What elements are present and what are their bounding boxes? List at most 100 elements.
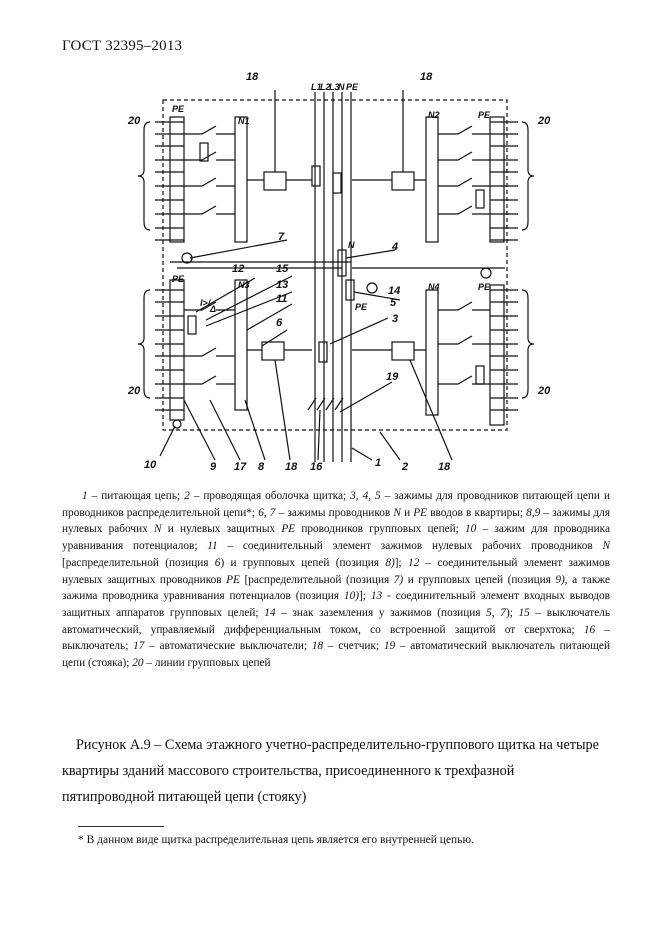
legend-run: 2	[184, 490, 190, 502]
callout-17: 17	[234, 461, 247, 473]
box-label-n_mid: N	[348, 240, 355, 250]
legend-run: 8)	[385, 556, 395, 569]
box-label-n2: N2	[428, 110, 440, 120]
box-label-pe: PE	[172, 274, 185, 284]
caption-text: Рисунок А.9 – Схема этажного учетно-расп…	[62, 737, 599, 805]
legend-run: [распределительной (позиция	[62, 556, 215, 569]
box-label-n4: N4	[428, 282, 440, 292]
callout-6: 6	[276, 317, 283, 329]
callout-18: 18	[285, 461, 298, 473]
legend-run: 6, 7	[258, 506, 276, 519]
legend-run: – питающая цепь;	[87, 490, 185, 502]
box-label-n3: N3	[238, 280, 250, 290]
legend-run: 15	[518, 606, 530, 619]
callout-18: 18	[246, 71, 259, 83]
callout-1: 1	[375, 457, 381, 469]
legend-run: – соединительный элемент зажимов нулевых…	[217, 540, 603, 553]
legend-run: 14	[264, 606, 276, 619]
legend-run: ) и групповых цепей (позиция	[220, 556, 386, 569]
legend-run: а также зажима проводника уравнивания по…	[62, 573, 610, 603]
bus-label: N	[338, 82, 345, 92]
callout-20: 20	[537, 385, 551, 397]
legend-run: 16	[583, 623, 596, 636]
callout-5: 5	[390, 297, 397, 309]
box-label-n1: N1	[238, 116, 250, 126]
legend-run: 8,9	[526, 506, 541, 519]
page-header: ГОСТ 32395–2013	[62, 38, 183, 54]
footnote: * В данном виде щитка распределительная …	[78, 834, 474, 846]
legend-run: 17	[133, 640, 145, 653]
legend-run: 6	[214, 556, 221, 569]
legend-run: – счетчик;	[323, 640, 384, 653]
legend-run: 10	[465, 523, 477, 536]
legend-run: вводов в квартиры;	[427, 506, 527, 519]
legend-run: – зажимы для проводников питающей цепи и…	[62, 490, 610, 519]
legend-run: 1	[82, 490, 88, 502]
callout-3: 3	[392, 313, 398, 325]
legend-run: – выключатель автоматический, управляемы…	[62, 606, 611, 636]
legend-run: ];	[358, 590, 371, 603]
box-label-pe: PE	[478, 110, 491, 120]
legend-run: 13	[370, 590, 383, 603]
legend-run: проводников групповых цепей;	[295, 523, 466, 536]
legend-run: – выключатель;	[62, 623, 610, 653]
box-label-rcd_delta: Δ	[209, 304, 216, 314]
legend-run: 19	[383, 640, 396, 653]
legend-run: PE	[226, 573, 240, 586]
legend-run: 3, 4, 5	[350, 490, 381, 502]
box-label-pe: PE	[478, 282, 491, 292]
legend-run: и групповых цепей (позиция	[403, 573, 556, 586]
legend-run: – зажимы проводников	[275, 506, 394, 519]
legend-run: );	[505, 606, 519, 619]
legend-run: – зажимы для нулевых рабочих	[62, 506, 611, 536]
bus-label: L3	[329, 82, 340, 92]
callout-15: 15	[276, 263, 289, 275]
legend-text: 1 – питающая цепь; 2 – проводящая оболоч…	[62, 488, 610, 672]
callout-16: 16	[310, 461, 323, 473]
box-label-pe_mid: PE	[355, 302, 368, 312]
callout-20: 20	[127, 385, 141, 397]
callout-2: 2	[401, 461, 408, 473]
legend-run: PE	[413, 506, 428, 519]
legend-run: 9),	[555, 573, 568, 586]
legend-run: ];	[394, 556, 408, 569]
callout-10: 10	[144, 459, 157, 471]
callout-14: 14	[388, 285, 400, 297]
callout-18: 18	[420, 71, 433, 83]
callout-11: 11	[276, 293, 287, 305]
legend-run: - соединительный элемент входных выводов…	[62, 590, 611, 619]
figure-legend: 1 – питающая цепь; 2 – проводящая оболоч…	[62, 488, 610, 672]
legend-run: 7)	[393, 573, 404, 586]
legend-run: и нулевых защитных	[161, 523, 282, 536]
footnote-rule	[78, 826, 164, 827]
callout-19: 19	[386, 371, 399, 383]
callout-20: 20	[537, 115, 551, 127]
callout-12: 12	[232, 263, 244, 275]
legend-run: N	[154, 523, 162, 536]
legend-run: 18	[311, 640, 324, 653]
callout-7: 7	[278, 231, 285, 243]
callout-20: 20	[127, 115, 141, 127]
legend-run: N	[393, 506, 401, 519]
legend-run: – соединительный элемент зажимов нулевых…	[62, 556, 610, 586]
legend-run: 5, 7	[486, 606, 506, 619]
legend-run: 20	[132, 657, 144, 670]
bus-label: L2	[320, 82, 331, 92]
legend-run: 10)	[343, 590, 359, 603]
callout-9: 9	[210, 461, 217, 473]
legend-run: 11	[207, 540, 218, 553]
legend-run: PE	[281, 523, 296, 536]
box-label-pe: PE	[172, 104, 185, 114]
callout-8: 8	[258, 461, 265, 473]
legend-run: – зажим для проводника уравнивания потен…	[62, 523, 610, 553]
legend-run: 12	[407, 556, 420, 569]
callout-4: 4	[391, 241, 398, 253]
bus-label: L1	[311, 82, 322, 92]
legend-run: – автоматический выключатель питающей це…	[62, 640, 610, 670]
legend-run: и	[400, 506, 414, 519]
figure-caption: Рисунок А.9 – Схема этажного учетно-расп…	[62, 732, 610, 810]
legend-run: [распределительной (позиция	[239, 573, 394, 586]
legend-run: – автоматические выключатели;	[144, 640, 312, 653]
legend-run: N	[602, 540, 610, 553]
